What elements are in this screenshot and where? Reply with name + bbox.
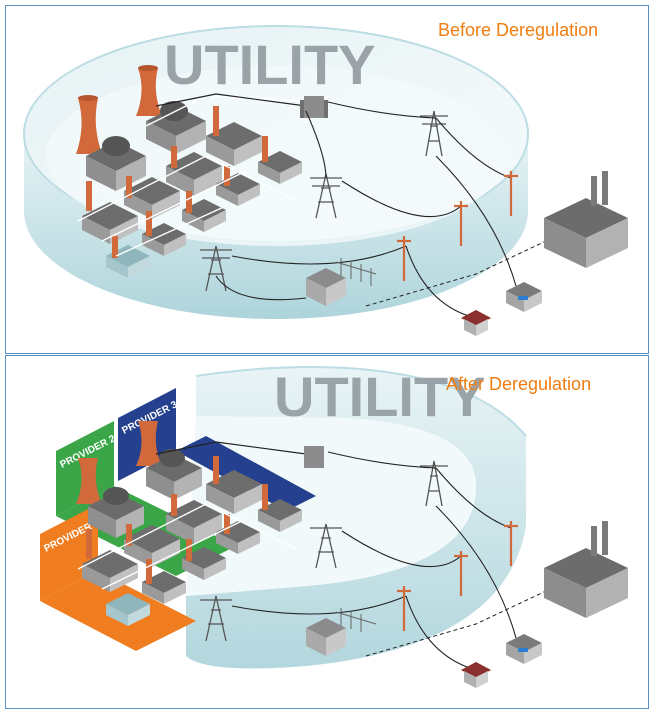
transmission-tower-icon [420, 460, 448, 507]
after-caption: After Deregulation [446, 374, 592, 394]
power-plant-icon [86, 136, 146, 191]
office-building-icon [506, 282, 542, 312]
utility-pole-icon [397, 521, 518, 631]
transformer-icon [304, 446, 324, 468]
transmission-tower-icon [420, 110, 448, 157]
cooling-tower-icon [136, 65, 162, 116]
after-diagram: UTILITY PROVIDER 2 PROVIDER 3 PROVIDER 1 [40, 365, 628, 688]
transmission-tower-icon [200, 595, 232, 642]
utility-pole-icon [397, 171, 518, 281]
before-deregulation-panel: UTILITY [5, 5, 649, 354]
cooling-tower-icon [76, 95, 102, 154]
power-plant-icon [88, 487, 144, 538]
power-plant-icon [146, 449, 202, 500]
house-icon [461, 310, 491, 336]
transmission-tower-icon [310, 523, 342, 569]
substation-icon [306, 258, 377, 306]
transmission-tower-icon [200, 245, 232, 292]
office-building-icon [506, 634, 542, 664]
factory-icon [544, 171, 628, 268]
smoke-stacks [86, 456, 268, 584]
utility-label: UTILITY [274, 365, 486, 428]
factory-icon [544, 521, 628, 618]
before-diagram: UTILITY [23, 25, 628, 336]
cooling-tower-icon [76, 458, 102, 504]
house-icon [461, 662, 491, 688]
power-plants-cluster [76, 421, 307, 626]
transformer-icon [300, 96, 328, 118]
transmission-lines [215, 101, 517, 319]
generation-buildings [82, 470, 302, 626]
utility-boundary-partial-cylinder [186, 366, 527, 669]
transmission-network [200, 96, 547, 319]
substation-icon [306, 608, 377, 656]
utility-label: UTILITY [164, 33, 376, 96]
smoke-stacks [86, 106, 268, 258]
distribution-lines-dashed [365, 240, 547, 307]
before-caption: Before Deregulation [438, 20, 599, 40]
after-deregulation-panel: UTILITY PROVIDER 2 PROVIDER 3 PROVIDER 1 [5, 355, 649, 709]
transmission-network [200, 446, 547, 671]
cooling-tower-icon [136, 421, 162, 466]
power-plants-cluster [76, 65, 307, 278]
